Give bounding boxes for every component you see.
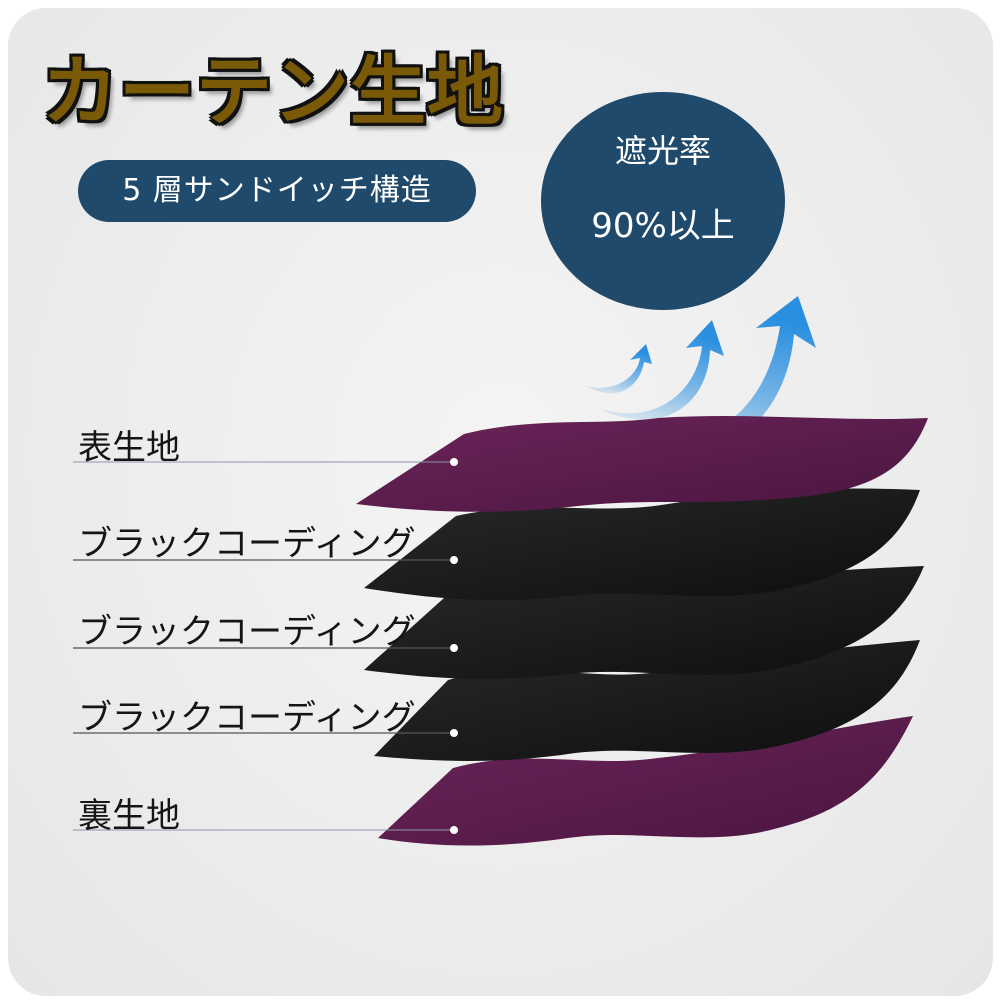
leader-dot-2 xyxy=(450,556,458,564)
leader-dot-1 xyxy=(450,458,458,466)
leader-dot-3 xyxy=(450,644,458,652)
layer-label-1: 表生地 xyxy=(78,428,180,468)
subtitle-pill: 5 層サンドイッチ構造 xyxy=(78,160,476,222)
page-title: カーテン生地 xyxy=(42,47,504,136)
layer-sheet-4 xyxy=(374,640,920,761)
background-card: カーテン生地 5 層サンドイッチ構造 遮光率 90%以上 xyxy=(8,8,993,996)
arrow-small xyxy=(586,344,652,394)
layer-sheet-2 xyxy=(364,488,920,601)
leader-dot-4 xyxy=(450,729,458,737)
layer-sheet-1 xyxy=(356,416,928,512)
light-blocking-badge: 遮光率 90%以上 xyxy=(541,92,785,310)
layer-sheet-5 xyxy=(378,716,913,846)
layer-label-4: ブラックコーディング xyxy=(78,698,416,738)
layer-label-3: ブラックコーディング xyxy=(78,612,416,652)
arrow-medium xyxy=(598,320,724,420)
arrow-large xyxy=(608,296,816,453)
layer-label-5: 裏生地 xyxy=(78,796,180,836)
badge-value: 90%以上 xyxy=(591,206,735,246)
leader-dot-5 xyxy=(450,826,458,834)
light-reflection-arrows xyxy=(586,296,816,453)
layer-diagram xyxy=(73,296,928,846)
layer-label-2: ブラックコーディング xyxy=(78,524,416,564)
badge-label: 遮光率 xyxy=(614,132,711,170)
